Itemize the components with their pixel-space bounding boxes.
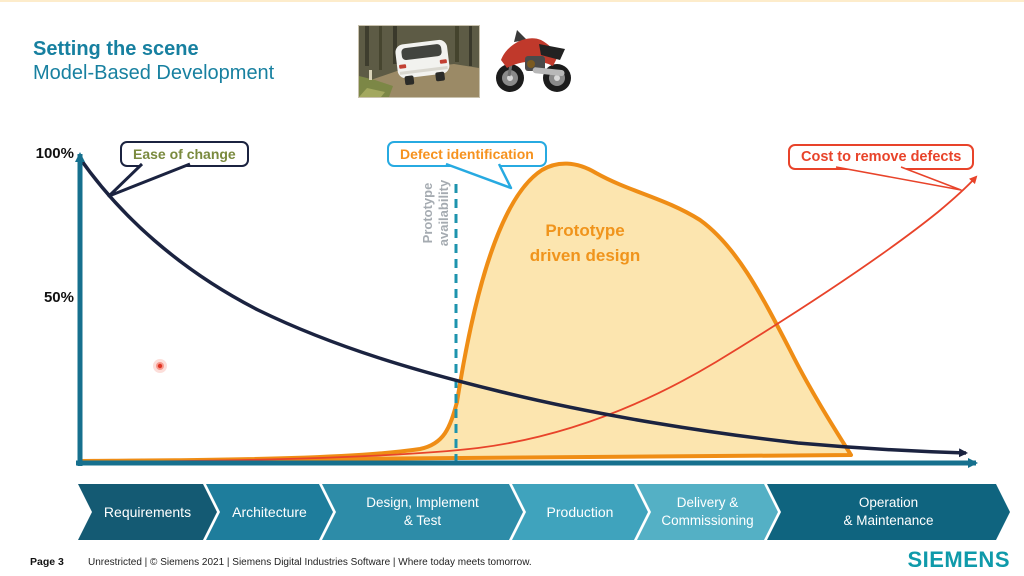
cost-callout-tail: [835, 166, 962, 191]
top-edge-strip: [0, 0, 1024, 2]
stage-operation-maintenance: Operation & Maintenance: [767, 484, 1010, 540]
stage-delivery-commissioning: Delivery & Commissioning: [637, 484, 778, 540]
prototype-driven-design-label: Prototype driven design: [529, 221, 641, 265]
defect-bell-curve: [80, 161, 853, 463]
defect-identification-callout: Defect identification: [387, 141, 547, 167]
y-tick-50: 50%: [43, 289, 74, 306]
stage-requirements: Requirements: [78, 484, 217, 540]
ease-of-change-curve: [77, 156, 968, 458]
page-subtitle: Model-Based Development: [33, 62, 275, 84]
cost-to-remove-defects-callout: Cost to remove defects: [788, 144, 975, 170]
car-offroad-photo: [358, 25, 480, 98]
ease-callout-tail: [107, 162, 191, 198]
stage-design-implement-test: Design, Implement & Test: [322, 484, 523, 540]
laser-pointer-dot: [153, 359, 167, 373]
stage-production: Production: [512, 484, 648, 540]
prototype-availability-label: Prototype availability: [420, 179, 452, 247]
y-tick-100: 100%: [35, 145, 74, 162]
ease-of-change-callout: Ease of change: [120, 141, 249, 167]
siemens-logo: SIEMENS: [907, 547, 1010, 572]
motorcycle-illustration: [496, 30, 571, 92]
page-title: Setting the scene: [33, 38, 199, 60]
footer-classification: Unrestricted | © Siemens 2021 | Siemens …: [88, 557, 532, 568]
motorcycle-photo: [487, 20, 579, 100]
footer-page-number: Page 3: [30, 556, 64, 568]
stage-architecture: Architecture: [206, 484, 333, 540]
car-offroad-illustration: [359, 26, 479, 97]
